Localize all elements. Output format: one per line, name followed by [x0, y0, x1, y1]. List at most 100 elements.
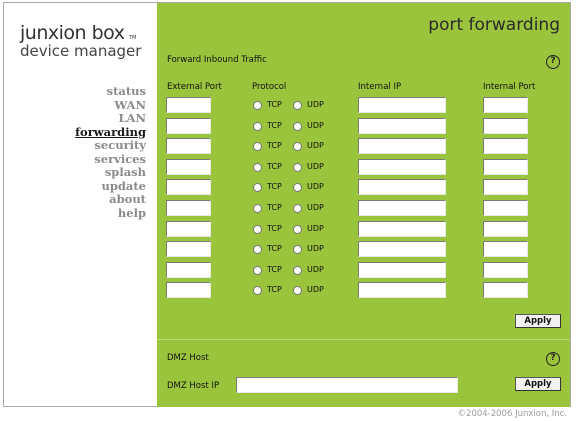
tcp-radio[interactable] [253, 163, 262, 172]
udp-radio[interactable] [293, 245, 302, 254]
sidebar-item-help[interactable]: help [117, 205, 146, 220]
tcp-label: TCP [267, 224, 282, 233]
internal-port-input[interactable] [483, 97, 528, 113]
dmz-help-icon[interactable]: ? [546, 352, 560, 366]
internal-ip-input[interactable] [358, 221, 446, 237]
udp-radio[interactable] [293, 142, 302, 151]
column-header-internal-port: Internal Port [483, 82, 536, 92]
internal-port-input[interactable] [483, 262, 528, 278]
tcp-radio[interactable] [253, 142, 262, 151]
dmz-host-ip-input[interactable] [236, 377, 458, 393]
internal-port-input[interactable] [483, 159, 528, 175]
forwarding-row: TCP UDP [157, 221, 570, 238]
external-port-input[interactable] [166, 241, 211, 257]
tcp-radio[interactable] [253, 183, 262, 192]
dmz-apply-button[interactable]: Apply [515, 377, 561, 391]
internal-ip-input[interactable] [358, 262, 446, 278]
udp-label: UDP [307, 162, 324, 171]
tcp-label: TCP [267, 162, 282, 171]
internal-port-input[interactable] [483, 118, 528, 134]
tcp-radio[interactable] [253, 245, 262, 254]
tcp-radio[interactable] [253, 101, 262, 110]
forwarding-row: TCP UDP [157, 200, 570, 217]
internal-port-input[interactable] [483, 179, 528, 195]
sidebar-item-splash[interactable]: splash [104, 165, 146, 179]
column-header-protocol: Protocol [252, 82, 287, 92]
internal-ip-input[interactable] [358, 118, 446, 134]
tcp-label: TCP [267, 265, 282, 274]
udp-radio[interactable] [293, 204, 302, 213]
column-header-internal-ip: Internal IP [358, 82, 402, 92]
sidebar-item-about[interactable]: about [109, 192, 146, 206]
forward-help-icon[interactable]: ? [546, 55, 560, 69]
internal-ip-input[interactable] [358, 241, 446, 257]
external-port-input[interactable] [166, 97, 211, 113]
sidebar-item-services[interactable]: services [94, 151, 146, 166]
main-panel: port forwarding Forward Inbound Traffic … [157, 3, 570, 407]
brand-subtitle: device manager [20, 42, 142, 60]
brand-name: junxion box [20, 22, 125, 44]
sidebar-item-security[interactable]: security [94, 138, 146, 152]
external-port-input[interactable] [166, 262, 211, 278]
forwarding-row: TCP UDP [157, 118, 570, 135]
external-port-input[interactable] [166, 200, 211, 216]
tcp-label: TCP [267, 141, 282, 150]
tcp-label: TCP [267, 121, 282, 130]
udp-label: UDP [307, 244, 324, 253]
external-port-input[interactable] [166, 221, 211, 237]
udp-radio[interactable] [293, 101, 302, 110]
internal-port-input[interactable] [483, 200, 528, 216]
forwarding-row: TCP UDP [157, 159, 570, 176]
internal-ip-input[interactable] [358, 97, 446, 113]
tcp-radio[interactable] [253, 286, 262, 295]
tcp-label: TCP [267, 203, 282, 212]
sidebar-item-wan[interactable]: WAN [114, 97, 146, 112]
internal-ip-input[interactable] [358, 179, 446, 195]
page-title: port forwarding [428, 15, 560, 35]
tcp-radio[interactable] [253, 204, 262, 213]
forward-apply-button[interactable]: Apply [515, 314, 561, 328]
sidebar-item-update[interactable]: update [101, 178, 146, 193]
udp-label: UDP [307, 121, 324, 130]
sidebar-item-lan[interactable]: LAN [118, 111, 146, 125]
udp-radio[interactable] [293, 286, 302, 295]
udp-radio[interactable] [293, 225, 302, 234]
udp-radio[interactable] [293, 183, 302, 192]
udp-label: UDP [307, 182, 324, 191]
dmz-host-ip-label: DMZ Host IP [167, 381, 220, 391]
tcp-label: TCP [267, 244, 282, 253]
internal-port-input[interactable] [483, 282, 528, 298]
sidebar-item-forwarding[interactable]: forwarding [75, 124, 146, 139]
udp-radio[interactable] [293, 122, 302, 131]
internal-port-input[interactable] [483, 221, 528, 237]
udp-label: UDP [307, 224, 324, 233]
udp-label: UDP [307, 100, 324, 109]
external-port-input[interactable] [166, 179, 211, 195]
external-port-input[interactable] [166, 159, 211, 175]
internal-ip-input[interactable] [358, 200, 446, 216]
external-port-input[interactable] [166, 118, 211, 134]
external-port-input[interactable] [166, 138, 211, 154]
udp-radio[interactable] [293, 266, 302, 275]
tcp-radio[interactable] [253, 266, 262, 275]
udp-radio[interactable] [293, 163, 302, 172]
internal-port-input[interactable] [483, 241, 528, 257]
forwarding-row: TCP UDP [157, 97, 570, 114]
brand-trademark: TM [129, 35, 137, 41]
internal-port-input[interactable] [483, 138, 528, 154]
sidebar-item-status[interactable]: status [106, 84, 146, 98]
tcp-radio[interactable] [253, 225, 262, 234]
internal-ip-input[interactable] [358, 159, 446, 175]
tcp-radio[interactable] [253, 122, 262, 131]
forwarding-row: TCP UDP [157, 241, 570, 258]
internal-ip-input[interactable] [358, 138, 446, 154]
udp-label: UDP [307, 203, 324, 212]
tcp-label: TCP [267, 100, 282, 109]
internal-ip-input[interactable] [358, 282, 446, 298]
external-port-input[interactable] [166, 282, 211, 298]
